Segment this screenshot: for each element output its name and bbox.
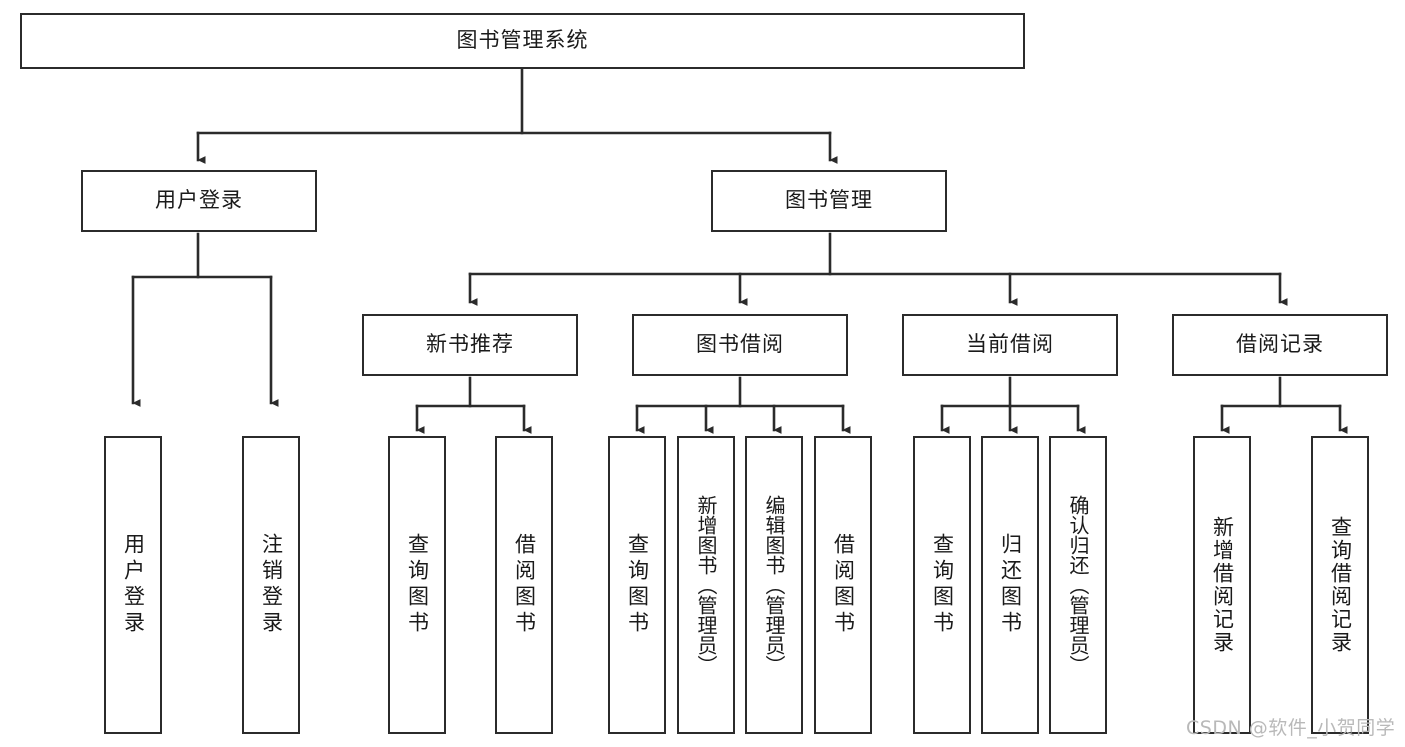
node-leaf-query-book-2[interactable]: 查询图书 [608, 436, 666, 734]
node-borrow-record[interactable]: 借阅记录 [1172, 314, 1388, 376]
node-root[interactable]: 图书管理系统 [20, 13, 1025, 69]
node-leaf-confirm-return[interactable]: 确认归还（管理员） [1049, 436, 1107, 734]
node-leaf-add-book[interactable]: 新增图书（管理员） [677, 436, 735, 734]
node-leaf-query-book-2-label: 查询图书 [625, 533, 650, 637]
node-book-manage-label: 图书管理 [785, 188, 873, 213]
node-leaf-query-book-3-label: 查询图书 [930, 533, 955, 637]
node-leaf-add-record-label: 新增借阅记录 [1210, 516, 1235, 654]
node-leaf-user-logout-label: 注销登录 [259, 533, 284, 637]
node-borrow-record-label: 借阅记录 [1236, 332, 1324, 357]
node-root-label: 图书管理系统 [456, 28, 589, 53]
csdn-watermark: CSDN @软件_小贺同学 [1186, 717, 1396, 739]
node-leaf-user-logout[interactable]: 注销登录 [242, 436, 300, 734]
node-leaf-borrow-book-1-label: 借阅图书 [512, 533, 537, 637]
node-leaf-query-book-1-label: 查询图书 [405, 533, 430, 637]
node-leaf-query-book-3[interactable]: 查询图书 [913, 436, 971, 734]
node-book-borrow[interactable]: 图书借阅 [632, 314, 848, 376]
node-leaf-edit-book[interactable]: 编辑图书（管理员） [745, 436, 803, 734]
node-user-login[interactable]: 用户登录 [81, 170, 317, 232]
node-current-borrow-label: 当前借阅 [966, 332, 1054, 357]
node-leaf-query-record-label: 查询借阅记录 [1328, 516, 1353, 654]
node-new-book-rec[interactable]: 新书推荐 [362, 314, 578, 376]
node-leaf-user-login-label: 用户登录 [121, 533, 146, 637]
node-leaf-query-book-1[interactable]: 查询图书 [388, 436, 446, 734]
node-leaf-borrow-book-2[interactable]: 借阅图书 [814, 436, 872, 734]
node-book-manage[interactable]: 图书管理 [711, 170, 947, 232]
node-leaf-return-book-label: 归还图书 [998, 533, 1023, 637]
node-leaf-borrow-book-2-label: 借阅图书 [831, 533, 856, 637]
node-leaf-user-login[interactable]: 用户登录 [104, 436, 162, 734]
node-leaf-add-book-label: 新增图书（管理员） [694, 495, 718, 675]
node-leaf-edit-book-label: 编辑图书（管理员） [762, 495, 786, 675]
node-leaf-return-book[interactable]: 归还图书 [981, 436, 1039, 734]
node-book-borrow-label: 图书借阅 [696, 332, 784, 357]
node-leaf-borrow-book-1[interactable]: 借阅图书 [495, 436, 553, 734]
node-leaf-confirm-return-label: 确认归还（管理员） [1066, 495, 1090, 675]
node-leaf-add-record[interactable]: 新增借阅记录 [1193, 436, 1251, 734]
node-leaf-query-record[interactable]: 查询借阅记录 [1311, 436, 1369, 734]
node-new-book-rec-label: 新书推荐 [426, 332, 514, 357]
node-current-borrow[interactable]: 当前借阅 [902, 314, 1118, 376]
node-user-login-label: 用户登录 [155, 188, 243, 213]
